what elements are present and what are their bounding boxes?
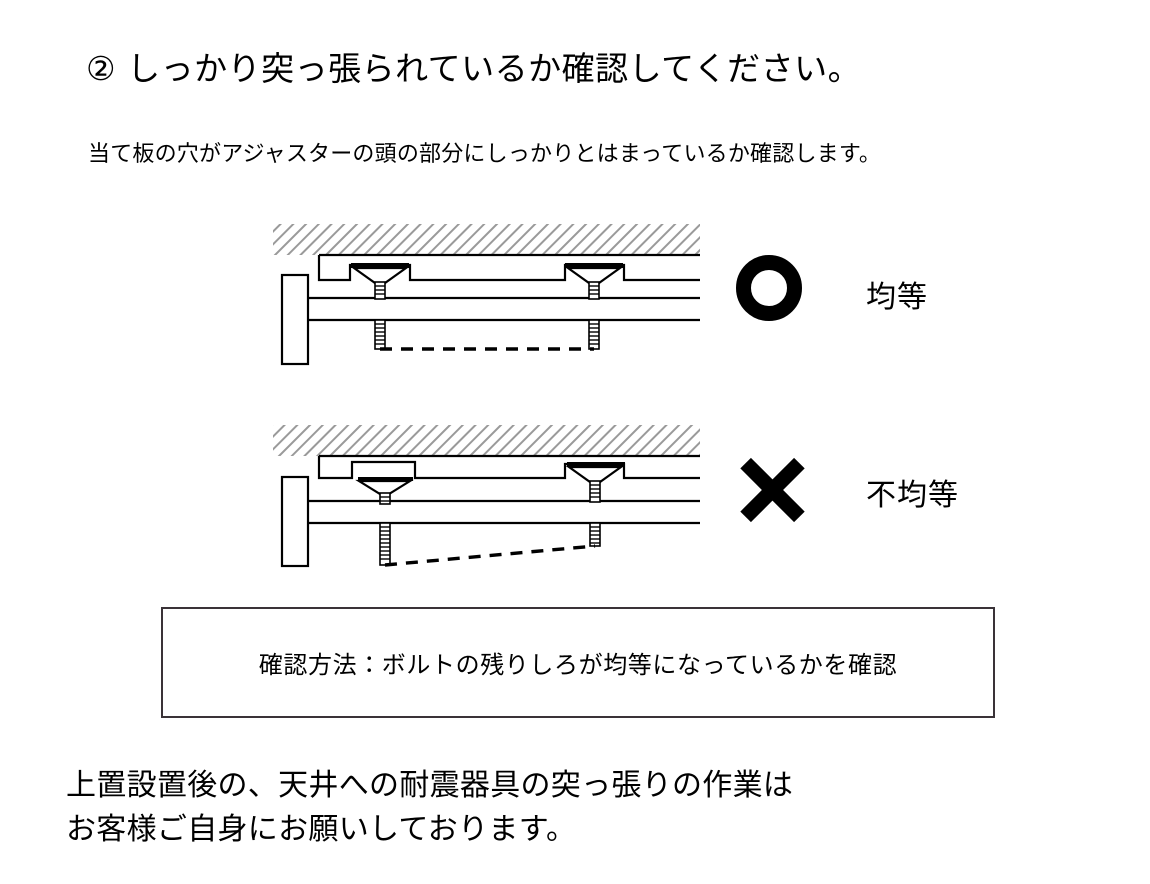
cross-mark-icon <box>734 452 810 528</box>
footer-note-line-2: お客様ご自身にお願いしております。 <box>66 811 577 847</box>
ceiling-hatch <box>273 224 700 255</box>
footer-note-line-1: 上置設置後の、天井への耐震器具の突っ張りの作業は <box>66 768 794 803</box>
adjuster-right-seated <box>565 462 625 547</box>
cabinet-side-panel <box>280 475 310 568</box>
ceiling-hatch <box>273 425 700 456</box>
check-method-box: 確認方法：ボルトの残りしろが均等になっているかを確認 <box>161 607 995 718</box>
adjuster-left-seated <box>350 263 410 350</box>
circle-mark-icon <box>736 255 802 321</box>
footer-note: 上置設置後の、天井への耐震器具の突っ張りの作業は お客様ご自身にお願いしておりま… <box>66 764 793 851</box>
mounting-plate <box>317 454 700 480</box>
adjuster-left-unseated <box>355 477 414 566</box>
diagram-even-tension <box>273 224 700 366</box>
adjuster-right-seated <box>564 263 624 350</box>
bolt-thread-right <box>589 480 601 547</box>
diagram-uneven-tension <box>273 425 700 568</box>
instruction-text: 当て板の穴がアジャスターの頭の部分にしっかりとはまっているか確認します。 <box>88 142 882 167</box>
cabinet-top-board <box>308 499 700 525</box>
reference-line-slanted <box>384 544 596 567</box>
mounting-plate <box>317 253 700 282</box>
cabinet-top-board <box>308 296 700 322</box>
even-label: 均等 <box>866 280 928 315</box>
bolt-thread-left <box>374 281 386 350</box>
uneven-label: 不均等 <box>866 478 959 513</box>
bolt-thread-left <box>379 492 391 566</box>
check-method-text: 確認方法：ボルトの残りしろが均等になっているかを確認 <box>258 651 898 679</box>
bolt-thread-right <box>588 281 600 350</box>
page-title: ② しっかり突っ張られているか確認してください。 <box>86 49 862 88</box>
cabinet-side-panel <box>280 273 310 366</box>
